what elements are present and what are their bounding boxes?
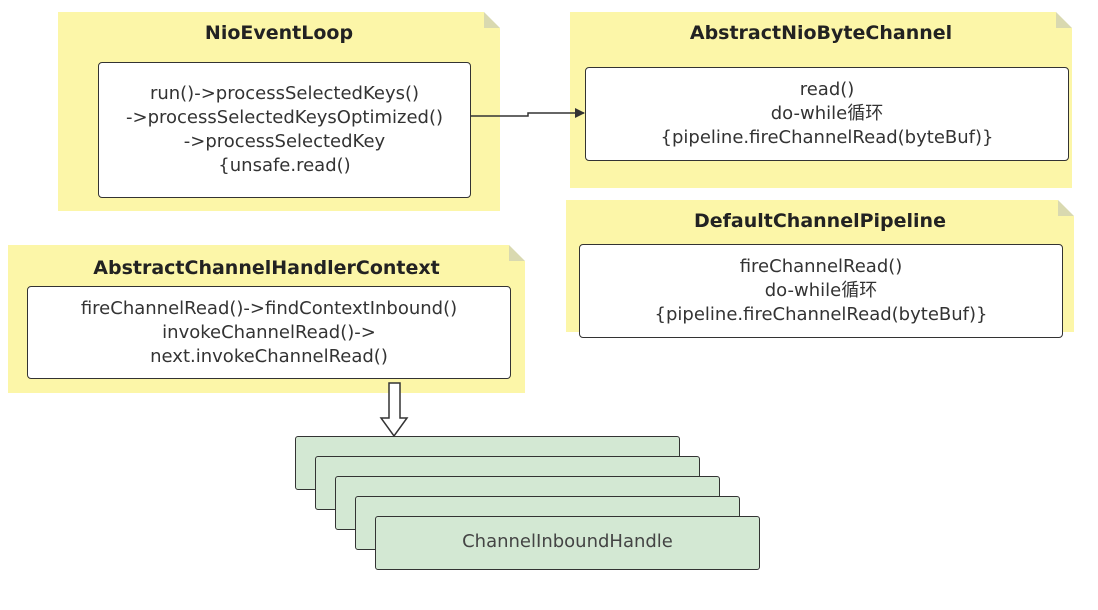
process-box: run()->processSelectedKeys() ->processSe… [98,62,471,198]
note-title: DefaultChannelPipeline [694,210,946,232]
handler-card-front: ChannelInboundHandle [375,516,760,570]
box-line: ->processSelectedKeysOptimized() [126,107,443,128]
box-line: do-while循环 [764,280,878,301]
box-line: ->processSelectedKey [183,131,386,152]
box-line: fireChannelRead() [739,256,903,277]
note-nio-event-loop: NioEventLoop run()->processSelectedKeys(… [58,12,500,211]
box-line: {unsafe.read() [218,155,351,176]
box-line: {pipeline.fireChannelRead(byteBuf)} [660,127,994,148]
handler-label: ChannelInboundHandle [462,531,673,552]
note-default-channel-pipeline: DefaultChannelPipeline fireChannelRead()… [566,200,1074,338]
process-box: read() do-while循环 {pipeline.fireChannelR… [585,67,1069,161]
box-line: invokeChannelRead()-> [162,321,376,343]
box-line: do-while循环 [770,103,884,124]
box-line: read() [799,79,855,100]
note-title: AbstractNioByteChannel [689,22,953,44]
box-line: {pipeline.fireChannelRead(byteBuf)} [654,304,988,325]
box-line: fireChannelRead()->findContextInbound() [80,297,458,319]
note-abstract-channel-handler-context: AbstractChannelHandlerContext fireChanne… [8,245,525,393]
note-title: AbstractChannelHandlerContext [93,257,440,279]
process-box: fireChannelRead()->findContextInbound() … [27,286,511,379]
note-title: NioEventLoop [204,22,354,44]
box-line: run()->processSelectedKeys() [149,83,420,104]
box-line: next.invokeChannelRead() [150,345,388,367]
note-abstract-nio-byte-channel: AbstractNioByteChannel read() do-while循环… [570,12,1072,188]
process-box: fireChannelRead() do-while循环 {pipeline.f… [579,244,1063,338]
